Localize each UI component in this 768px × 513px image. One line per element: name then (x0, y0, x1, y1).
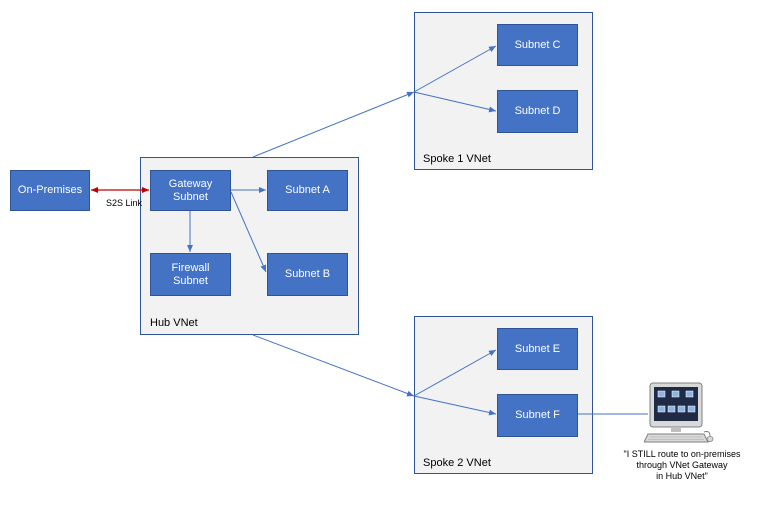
subnet-d-node: Subnet D (497, 90, 578, 133)
on-premises-node: On-Premises (10, 170, 90, 211)
subnet-c-label: Subnet C (514, 38, 561, 51)
hub-to-spoke1 (252, 91, 415, 158)
firewall-subnet-node: Firewall Subnet (150, 253, 231, 296)
subnet-a-node: Subnet A (267, 170, 348, 211)
subnet-b-label: Subnet B (284, 268, 331, 280)
s2s-link-label: S2S Link (106, 198, 143, 208)
gateway-subnet-label: Gateway Subnet (168, 177, 213, 203)
subnet-e-node: Subnet E (497, 328, 578, 370)
spoke2-to-subnet-e (413, 349, 497, 397)
subnet-f-label: Subnet F (515, 409, 560, 421)
spoke2-to-subnet-f (413, 395, 497, 416)
subnet-c-node: Subnet C (497, 24, 578, 66)
hub-vnet-label: Hub VNet (150, 317, 198, 329)
spoke1-vnet-label: Spoke 1 VNet (423, 153, 491, 165)
subnet-d-label: Subnet D (514, 105, 561, 117)
on-premises-label: On-Premises (17, 184, 83, 196)
subnet-f-node: Subnet F (497, 394, 578, 437)
computer-monitor-icon (644, 382, 714, 443)
spoke1-to-subnet-c (413, 45, 497, 93)
subnet-a-label: Subnet A (285, 184, 330, 196)
firewall-subnet-label: Firewall Subnet (171, 261, 210, 287)
client-caption: "I STILL route to on-premises through VN… (623, 449, 741, 481)
subnet-e-label: Subnet E (514, 342, 561, 355)
gateway-subnet-node: Gateway Subnet (150, 170, 231, 211)
spoke1-to-subnet-d (413, 91, 497, 113)
gateway-to-subnet-b (230, 191, 267, 273)
spoke2-vnet-label: Spoke 2 VNet (423, 457, 491, 469)
hub-to-spoke2 (252, 334, 415, 397)
subnet-b-node: Subnet B (267, 253, 348, 296)
